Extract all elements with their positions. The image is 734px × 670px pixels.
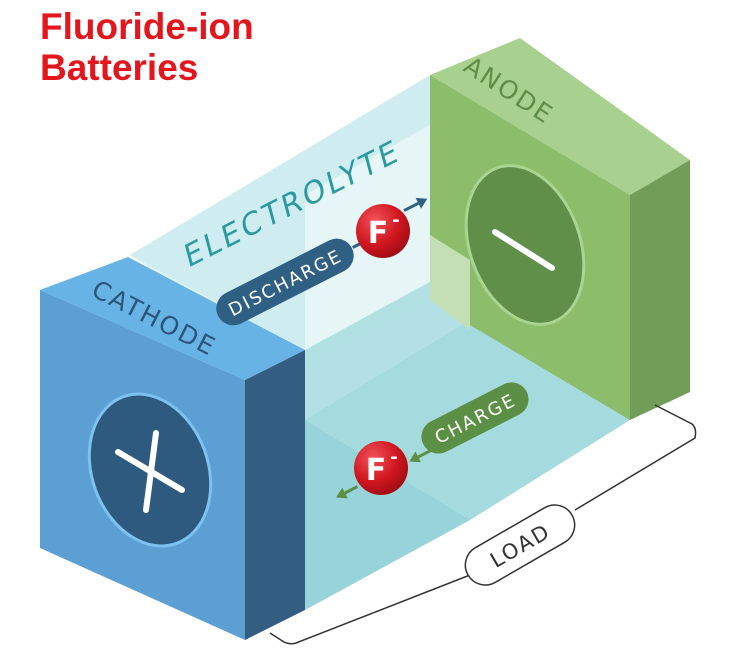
fluoride-ion-discharge: F - <box>356 204 410 258</box>
anode-terminal-circle <box>464 164 586 326</box>
discharge-pill <box>216 238 354 326</box>
ion-sphere <box>354 441 408 495</box>
discharge-exit-arrow <box>403 197 428 212</box>
title-line-1: Fluoride-ion <box>40 6 254 47</box>
anode-block: ANODE <box>430 38 690 420</box>
anode-side-face <box>630 160 690 420</box>
diagram-title: Fluoride-ion Batteries <box>40 6 254 88</box>
circuit-wire-anode <box>574 404 697 511</box>
title-line-2: Batteries <box>40 47 199 88</box>
charge-pill <box>421 382 529 454</box>
cathode-side-face <box>245 350 305 640</box>
charge-exit-arrow <box>336 485 359 499</box>
charge-arrow <box>409 449 432 463</box>
cathode-top-face <box>40 257 305 380</box>
electrolyte-front-lower <box>305 420 470 610</box>
load-pill <box>464 504 576 586</box>
plus-icon <box>115 430 185 513</box>
ion-charge: - <box>392 210 399 231</box>
anode-top-face <box>430 38 690 195</box>
ion-symbol: F <box>366 453 387 488</box>
minus-icon <box>492 229 555 271</box>
electrolyte-anode-shade <box>430 230 470 330</box>
cathode-block: CATHODE <box>40 257 305 640</box>
fluoride-ion-charge: F - <box>354 441 408 495</box>
circuit-wire-cathode <box>269 574 471 645</box>
ion-symbol: F <box>368 216 389 251</box>
ion-sphere <box>356 204 410 258</box>
ion-charge: - <box>390 447 397 468</box>
